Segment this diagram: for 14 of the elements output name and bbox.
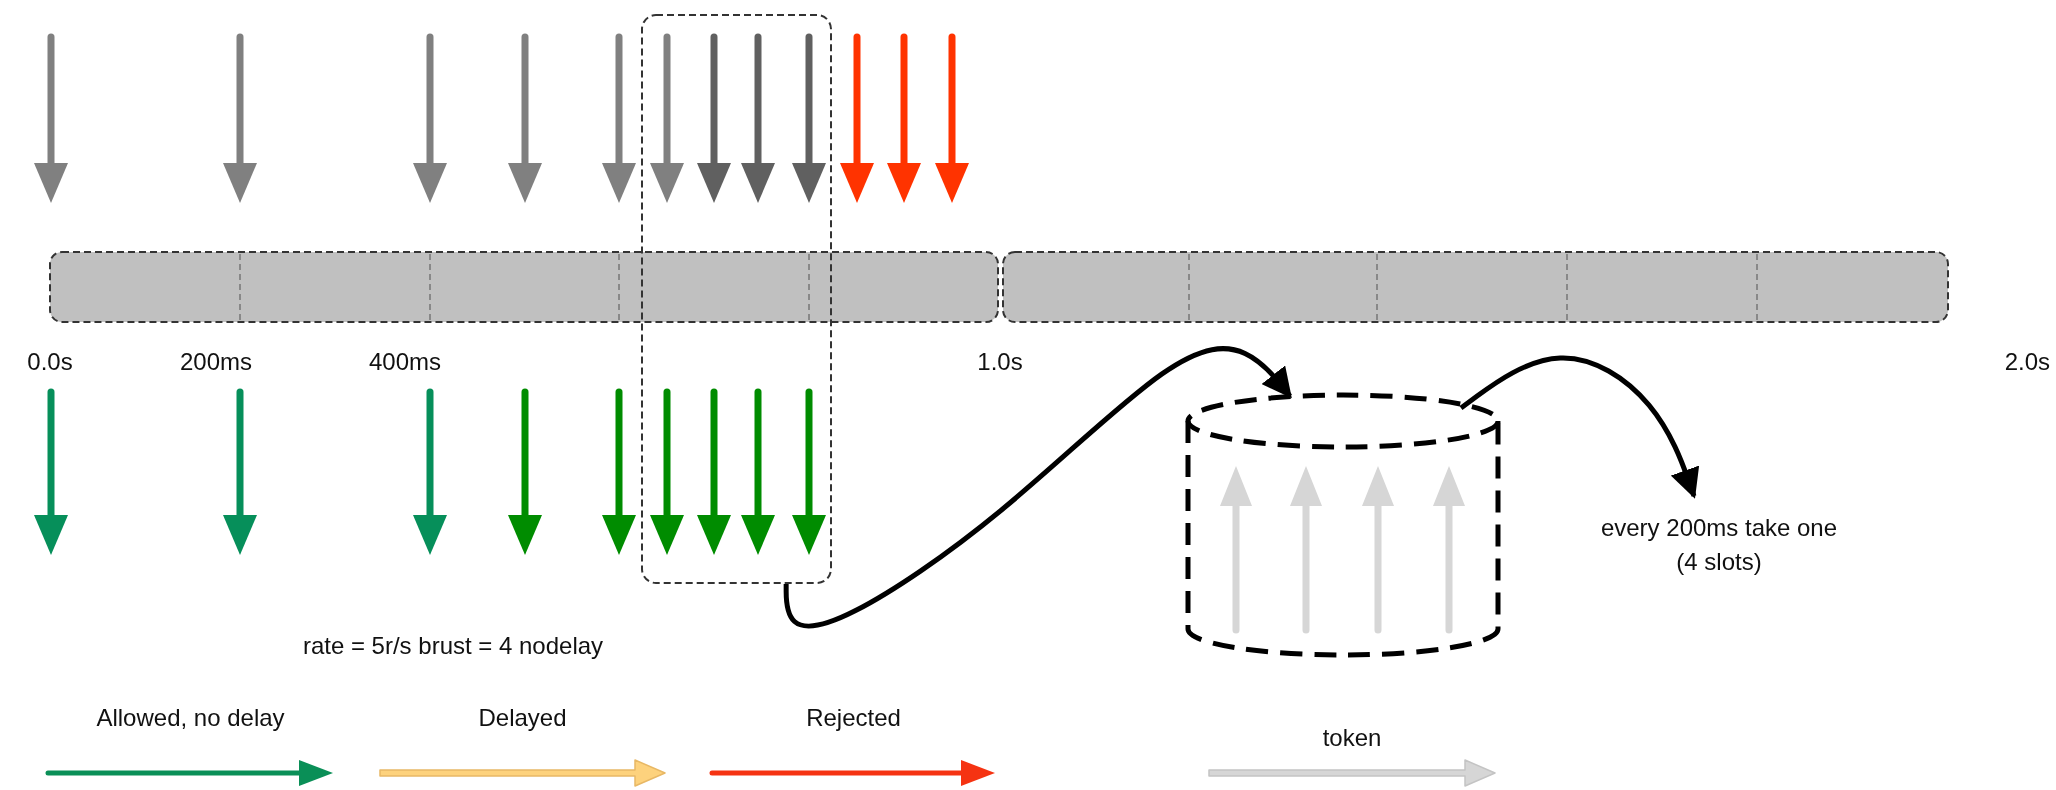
legend-label: Rejected: [806, 704, 901, 733]
time-label: 2.0s: [2004, 348, 2050, 377]
time-label: 0.0s: [27, 348, 73, 377]
time-label: 200ms: [180, 348, 252, 377]
curved-arrow: [783, 346, 1292, 629]
note-text: rate = 5r/s brust = 4 nodelay: [302, 632, 604, 661]
legend-label: Allowed, no delay: [96, 704, 285, 733]
time-label: 400ms: [369, 348, 441, 377]
dashed-frame: [641, 14, 832, 584]
annotation-text: every 200ms take one (4 slots): [1599, 513, 1839, 577]
curved-arrow: [1459, 355, 1700, 499]
legend-label: token: [1322, 724, 1382, 753]
legend-label: Delayed: [478, 704, 567, 733]
time-label: 1.0s: [977, 348, 1023, 377]
